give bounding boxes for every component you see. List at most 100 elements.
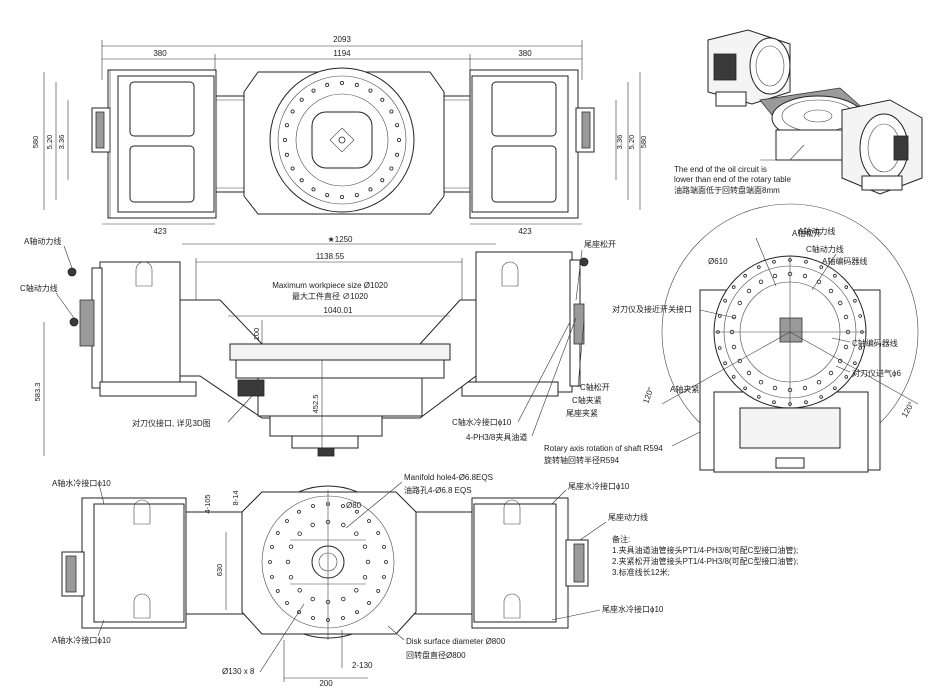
bolt-hole bbox=[367, 519, 371, 523]
plan-view: A轴水冷接口ϕ10 Manifold hole4-Ø6.8EQS 油路孔4-Ø6… bbox=[52, 473, 798, 688]
bolt-hole bbox=[844, 375, 849, 379]
bolt-hole bbox=[365, 559, 371, 565]
bolt-hole bbox=[297, 509, 301, 514]
bolt-hole bbox=[310, 522, 315, 528]
bolt-hole bbox=[396, 137, 401, 142]
bolt-hole bbox=[389, 109, 394, 114]
note-3: 3.标准线长12米; bbox=[612, 567, 670, 577]
bolt-hole bbox=[284, 152, 289, 157]
angle-left: 120° bbox=[641, 386, 655, 405]
bolt-hole bbox=[354, 82, 359, 87]
bolt-hole bbox=[362, 575, 368, 580]
disk-en: Disk surface diameter Ø800 bbox=[406, 637, 506, 646]
bolt-hole bbox=[828, 370, 834, 376]
dim-580-right: 580 bbox=[639, 136, 648, 149]
bolt-hole bbox=[368, 88, 373, 93]
label-tail-release: 尾座松开 bbox=[584, 239, 616, 249]
bolt-hole bbox=[833, 386, 837, 391]
bolt-hole bbox=[743, 273, 747, 278]
dim-380-right: 380 bbox=[518, 49, 532, 58]
bolt-hole bbox=[368, 187, 373, 192]
bolt-hole bbox=[275, 531, 280, 535]
label-610: Ø610 bbox=[708, 257, 728, 266]
dim-113855: 1138.55 bbox=[316, 252, 345, 261]
label-c-open: C轴松开 bbox=[580, 382, 610, 392]
bolt-hole bbox=[819, 265, 823, 269]
bolt-hole bbox=[756, 395, 761, 399]
bolt-hole bbox=[395, 152, 400, 157]
label-a-cool-top: A轴水冷接口ϕ10 bbox=[52, 478, 111, 488]
isometric-view: The end of the oil circuit is lower than… bbox=[674, 29, 923, 195]
dim-423-right: 423 bbox=[518, 227, 532, 236]
bolt-hole bbox=[362, 544, 368, 549]
bolt-hole bbox=[325, 193, 330, 198]
dim-4105: 4-105 bbox=[203, 494, 212, 513]
bolt-hole bbox=[395, 123, 400, 128]
label-air-inlet: 对刀仪进气ϕ6 bbox=[852, 368, 901, 378]
label-a-power: A轴动力线 bbox=[24, 236, 61, 246]
bolt-hole bbox=[376, 531, 381, 535]
dim-4525: 452.5 bbox=[311, 395, 320, 414]
bolt-hole bbox=[270, 575, 274, 579]
bolt-hole bbox=[802, 385, 808, 391]
bolt-hole bbox=[746, 288, 752, 294]
bolt-hole bbox=[819, 395, 823, 399]
dim-2093: 2093 bbox=[333, 35, 351, 44]
bolt-hole bbox=[731, 344, 737, 350]
bolt-hole bbox=[341, 596, 346, 602]
bolt-hole bbox=[816, 380, 822, 385]
max-size-cn: 最大工件直径 ∅1020 bbox=[292, 291, 369, 301]
bolt-hole bbox=[376, 589, 381, 593]
bolt-hole bbox=[723, 298, 727, 303]
label-tool-proximity: 对刀仪及接近开关接口 bbox=[612, 304, 692, 314]
bolt-hole bbox=[717, 346, 722, 350]
bolt-hole bbox=[380, 178, 385, 183]
bolt-hole bbox=[731, 285, 736, 289]
label-c-encoder: C轴编码器线 bbox=[852, 338, 898, 348]
label-manifold-cn: 油路孔4-Ø6.8 EQS bbox=[404, 485, 472, 495]
bolt-hole bbox=[802, 273, 808, 279]
note-2: 2.夹紧松开油管接头PT1/4-PH3/8(可配C型接口油管); bbox=[612, 556, 798, 566]
label-tool-setter-3d: 对刀仪接口, 详见3D图 bbox=[132, 418, 211, 428]
bolt-hole bbox=[844, 285, 849, 289]
bolt-hole bbox=[285, 559, 291, 565]
side-bolt-holes bbox=[716, 258, 864, 406]
bolt-hole bbox=[311, 616, 315, 620]
bolt-hole bbox=[833, 273, 837, 278]
bolt-hole bbox=[853, 361, 857, 366]
bolt-hole bbox=[341, 522, 346, 528]
bolt-hole bbox=[384, 560, 388, 564]
bolt-hole bbox=[743, 386, 747, 391]
label-c-cooling: C轴水冷接口ϕ10 bbox=[452, 417, 512, 427]
label-a-encoder: A轴编码器线 bbox=[822, 256, 867, 266]
bolt-hole bbox=[758, 279, 764, 284]
bolt-hole bbox=[285, 519, 289, 523]
bolt-hole bbox=[311, 187, 316, 192]
bolt-hole bbox=[772, 400, 776, 405]
bolt-hole bbox=[297, 531, 302, 536]
bolt-hole bbox=[772, 259, 776, 264]
dim-104001: 1040.01 bbox=[324, 306, 353, 315]
label-a-clamp: A轴夹紧 bbox=[670, 384, 699, 394]
bolt-hole bbox=[804, 400, 808, 405]
bolt-hole bbox=[341, 616, 345, 620]
dim-520-left: 5.20 bbox=[45, 135, 54, 150]
bolt-hole bbox=[828, 288, 834, 294]
bolt-hole bbox=[772, 273, 778, 279]
angle-right: 120° bbox=[900, 400, 916, 419]
label-a-power-side: A轴动力线 bbox=[798, 226, 835, 236]
label-c-clamp: C轴夹紧 bbox=[572, 395, 602, 405]
dim-630: 630 bbox=[215, 564, 224, 577]
dim-336-left: 3.36 bbox=[57, 135, 66, 150]
bolt-hole bbox=[268, 560, 272, 564]
dim-1250: ★1250 bbox=[328, 235, 354, 244]
bolt-hole bbox=[290, 166, 295, 171]
bolt-hole bbox=[354, 193, 359, 198]
bolt-hole bbox=[355, 610, 359, 615]
bolt-hole bbox=[843, 314, 849, 320]
label-tail-cool-bottom: 尾座水冷接口ϕ10 bbox=[602, 604, 664, 614]
max-size-en: Maximum workpiece size Ø1020 bbox=[272, 281, 388, 290]
bolt-hole bbox=[354, 588, 359, 593]
bolt-hole bbox=[737, 300, 742, 306]
